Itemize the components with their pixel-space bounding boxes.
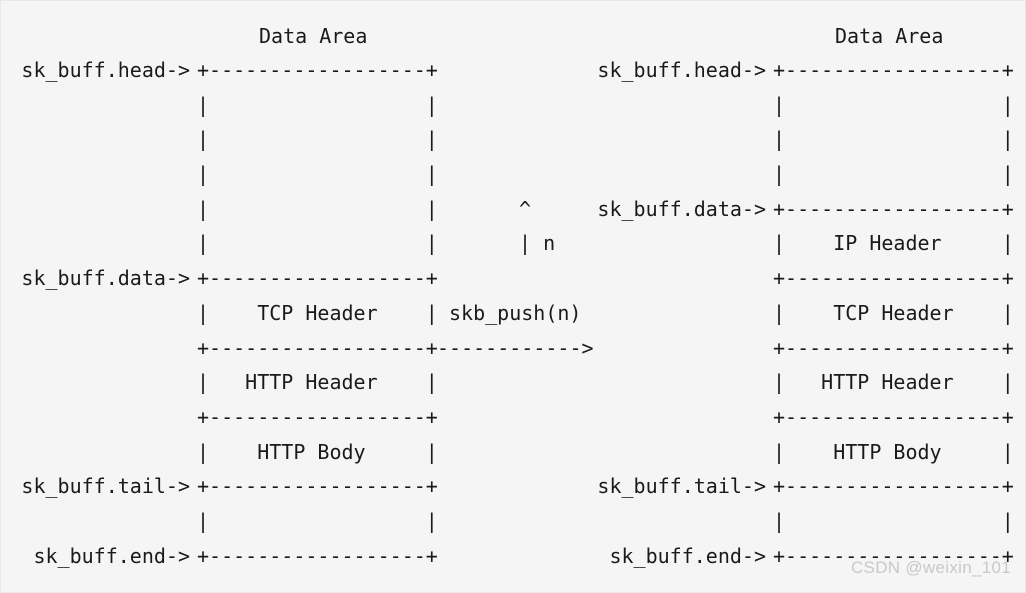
left-pointer-label-sk-buff-data: sk_buff.data-> [21,266,190,290]
left-pointer-label-sk-buff-tail: sk_buff.tail-> [21,474,190,498]
left-box-row-4-blank: | | [197,197,438,221]
right-box-row-9-http-header: | HTTP Header | [773,370,1014,394]
left-box-row-7-tcp-header: | TCP Header | [197,301,438,325]
left-box-row-6-blank: +------------------+ [197,266,438,290]
left-box-row-12-blank: +------------------+ [197,474,438,498]
right-box-row-2-blank: | | [773,127,1014,151]
left-box-row-11-http-body: | HTTP Body | [197,440,438,464]
left-diagram-title: Data Area [259,24,368,48]
left-box-row-0-blank: +------------------+ [197,58,438,82]
skb-push-label: skb_push(n) [449,301,582,325]
csdn-watermark: CSDN @weixin_101 [850,558,1011,578]
left-box-row-3-blank: | | [197,162,438,186]
right-box-row-7-tcp-header: | TCP Header | [773,301,1014,325]
right-box-row-5-ip-header: | IP Header | [773,231,1014,255]
right-box-row-4-blank: +------------------+ [773,197,1014,221]
right-pointer-label-sk-buff-tail: sk_buff.tail-> [597,474,766,498]
right-box-row-12-blank: +------------------+ [773,474,1014,498]
left-box-row-2-blank: | | [197,127,438,151]
right-box-row-0-blank: +------------------+ [773,58,1014,82]
right-box-row-11-http-body: | HTTP Body | [773,440,1014,464]
push-arrow-icon: ------------> [437,336,594,360]
right-pointer-label-sk-buff-data: sk_buff.data-> [597,197,766,221]
left-box-row-13-blank: | | [197,509,438,533]
left-pointer-label-sk-buff-end: sk_buff.end-> [21,544,190,568]
right-box-row-8-blank: +------------------+ [773,336,1014,360]
n-offset-marker: | n [519,231,556,255]
left-box-row-1-blank: | | [197,93,438,117]
left-box-row-9-http-header: | HTTP Header | [197,370,438,394]
right-pointer-label-sk-buff-head: sk_buff.head-> [597,58,766,82]
right-box-row-10-blank: +------------------+ [773,405,1014,429]
left-box-row-8-blank: +------------------+ [197,336,438,360]
left-box-row-5-blank: | | [197,231,438,255]
right-box-row-3-blank: | | [773,162,1014,186]
left-pointer-label-sk-buff-head: sk_buff.head-> [21,58,190,82]
right-box-row-14-blank: +------------------+ [773,544,1014,568]
left-box-row-14-blank: +------------------+ [197,544,438,568]
right-box-row-13-blank: | | [773,509,1014,533]
right-box-row-6-blank: +------------------+ [773,266,1014,290]
left-box-row-10-blank: +------------------+ [197,405,438,429]
right-pointer-label-sk-buff-end: sk_buff.end-> [597,544,766,568]
right-diagram-title: Data Area [835,24,944,48]
right-box-row-1-blank: | | [773,93,1014,117]
caret-up-icon: ^ [519,197,532,221]
